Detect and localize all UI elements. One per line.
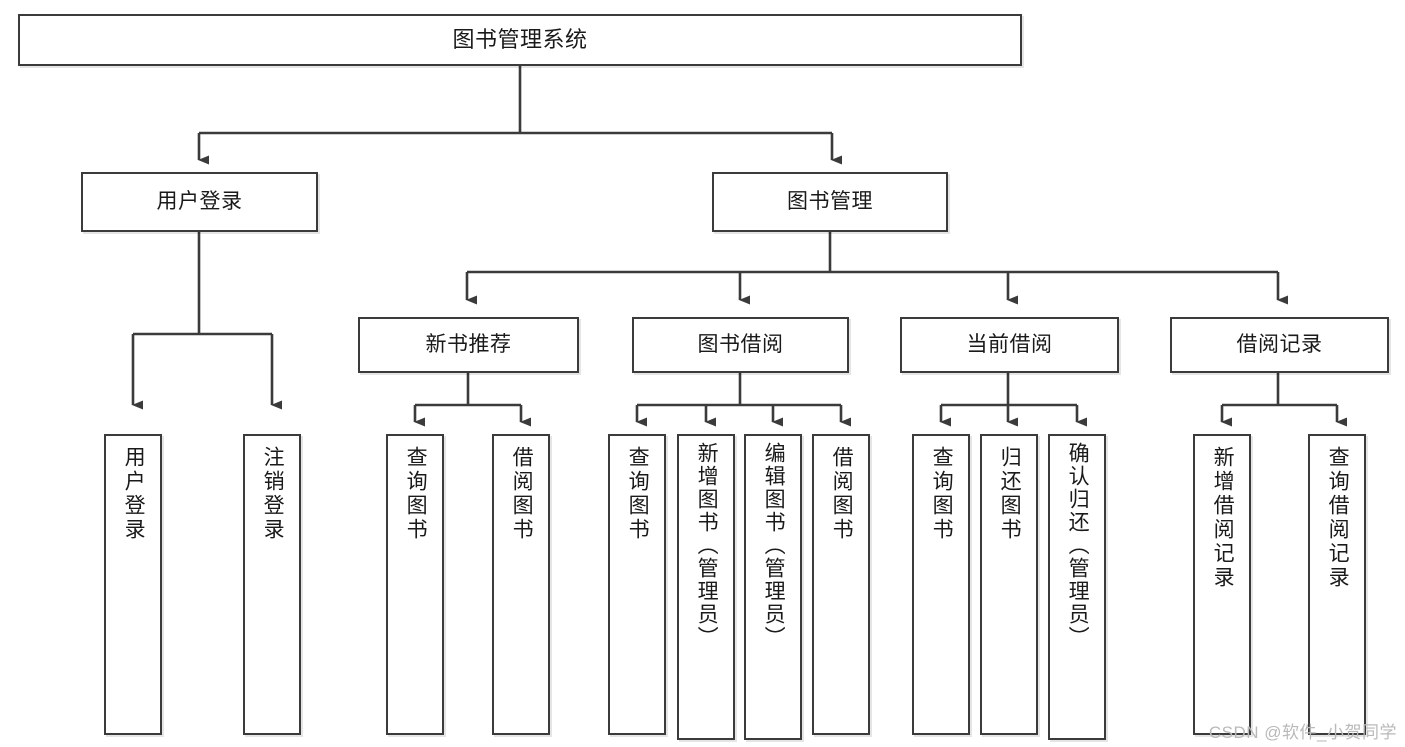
node-leaf-query-record[interactable]: 查询借阅记录 [1308, 434, 1366, 735]
node-book-management[interactable]: 图书管理 [712, 172, 948, 232]
node-borrow-record-label: 借阅记录 [1236, 332, 1323, 356]
node-leaf-confirm-return[interactable]: 确认归还（管理员） [1048, 434, 1106, 740]
node-current-borrow[interactable]: 当前借阅 [900, 317, 1119, 373]
node-leaf-add-book-label: 新增图书（管理员） [695, 442, 719, 649]
node-leaf-add-book[interactable]: 新增图书（管理员） [677, 434, 735, 740]
node-leaf-borrow-book-2-label: 借阅图书 [830, 446, 854, 542]
node-leaf-borrow-book-1-label: 借阅图书 [510, 446, 534, 542]
node-leaf-query-book-1[interactable]: 查询图书 [386, 434, 444, 735]
node-leaf-return-book[interactable]: 归还图书 [980, 434, 1038, 735]
node-leaf-query-book-1-label: 查询图书 [404, 446, 428, 542]
node-leaf-add-record-label: 新增借阅记录 [1211, 446, 1235, 590]
node-current-borrow-label: 当前借阅 [966, 332, 1053, 356]
node-borrow-record[interactable]: 借阅记录 [1170, 317, 1389, 373]
node-leaf-user-logout[interactable]: 注销登录 [243, 434, 301, 735]
node-leaf-query-record-label: 查询借阅记录 [1326, 446, 1350, 590]
node-root[interactable]: 图书管理系统 [18, 14, 1022, 66]
node-leaf-query-book-3[interactable]: 查询图书 [912, 434, 970, 735]
node-leaf-query-book-2-label: 查询图书 [626, 446, 650, 542]
node-leaf-confirm-return-label: 确认归还（管理员） [1066, 442, 1090, 649]
node-leaf-query-book-2[interactable]: 查询图书 [608, 434, 666, 735]
node-root-label: 图书管理系统 [452, 27, 588, 53]
node-leaf-borrow-book-1[interactable]: 借阅图书 [492, 434, 550, 735]
node-leaf-user-logout-label: 注销登录 [261, 446, 285, 542]
node-leaf-user-login-label: 用户登录 [122, 446, 146, 542]
csdn-watermark: CSDN @软件_小贺同学 [1208, 723, 1397, 742]
node-new-book-recommend[interactable]: 新书推荐 [358, 317, 579, 373]
node-new-book-recommend-label: 新书推荐 [425, 332, 512, 356]
node-leaf-return-book-label: 归还图书 [998, 446, 1022, 542]
node-book-borrow-label: 图书借阅 [697, 332, 784, 356]
node-leaf-edit-book-label: 编辑图书（管理员） [762, 442, 786, 649]
node-leaf-query-book-3-label: 查询图书 [930, 446, 954, 542]
node-leaf-user-login[interactable]: 用户登录 [104, 434, 162, 735]
node-user-login[interactable]: 用户登录 [81, 172, 318, 232]
node-leaf-borrow-book-2[interactable]: 借阅图书 [812, 434, 870, 735]
node-leaf-add-record[interactable]: 新增借阅记录 [1193, 434, 1251, 735]
node-book-borrow[interactable]: 图书借阅 [632, 317, 849, 373]
node-book-management-label: 图书管理 [787, 189, 873, 213]
node-user-login-label: 用户登录 [156, 189, 243, 213]
node-leaf-edit-book[interactable]: 编辑图书（管理员） [744, 434, 802, 740]
